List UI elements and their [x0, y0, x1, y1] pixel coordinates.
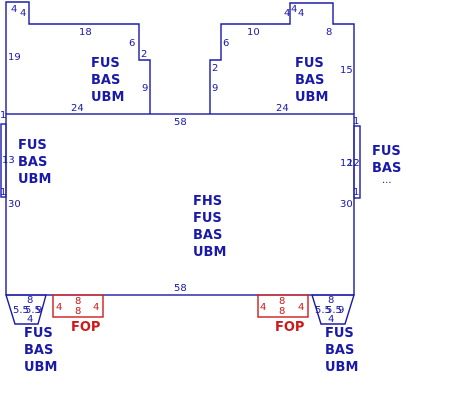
- bottom-left-label-2: BAS: [24, 343, 53, 358]
- dim-main-top: 58: [174, 117, 187, 128]
- main-label-2: FUS: [193, 211, 222, 226]
- top-right-label-2: BAS: [295, 73, 324, 88]
- bottom-right-label-3: UBM: [325, 360, 358, 375]
- dim-br-tab-left: 5.5: [315, 305, 331, 316]
- dim-bl-tab-top: 8: [27, 295, 33, 306]
- bottom-left-label-3: UBM: [24, 360, 57, 375]
- left-flap-label-1: FUS: [18, 138, 47, 153]
- right-flap-label-1: FUS: [372, 144, 401, 159]
- dim-right-flap-height-b: 12: [347, 158, 360, 169]
- dim-top-right-step-v: 6: [223, 38, 229, 49]
- main-label-3: BAS: [193, 228, 222, 243]
- bottom-right-tab-outline: [311, 294, 355, 325]
- dim-fop-right-right: 4: [298, 302, 304, 313]
- dim-br-tab-mid: 5.5: [326, 305, 342, 316]
- fop-right-outline: [257, 294, 309, 318]
- dim-br-tab-top: 8: [328, 295, 334, 306]
- dim-main-right: 30: [340, 199, 353, 210]
- dim-bl-tab-bottom: 4: [27, 314, 33, 325]
- bottom-left-label-1: FUS: [24, 326, 53, 341]
- dim-top-left-step-v: 6: [129, 38, 135, 49]
- top-right-panel-outline: [209, 2, 355, 114]
- dim-fop-left-mid-a: 8: [75, 296, 81, 307]
- dim-top-left-step-h: 2: [141, 49, 147, 60]
- bottom-right-label-2: BAS: [325, 343, 354, 358]
- dim-top-left-top: 18: [79, 27, 92, 38]
- dim-top-right-corner-a: 4: [284, 8, 290, 19]
- dim-left-flap-height: 13: [2, 155, 15, 166]
- dim-br-tab-right: 9: [338, 305, 344, 316]
- dim-top-left-corner-a: 4: [11, 4, 17, 15]
- dim-top-left-corner-b: 4: [20, 8, 26, 19]
- dim-right-flap-height-a: 12: [340, 158, 353, 169]
- top-right-label-1: FUS: [295, 56, 324, 71]
- fop-left-outline: [52, 294, 104, 318]
- dim-top-right-bottom: 24: [276, 103, 289, 114]
- bottom-right-label-1: FUS: [325, 326, 354, 341]
- main-panel-outline: [5, 113, 355, 296]
- dim-bl-tab-mid: 5.5: [25, 305, 41, 316]
- dim-br-tab-bottom: 4: [328, 314, 334, 325]
- dim-fop-right-mid-b: 8: [279, 306, 285, 317]
- left-flap-label-3: UBM: [18, 172, 51, 187]
- right-flap-outline: [353, 125, 361, 199]
- top-left-label-3: UBM: [91, 90, 124, 105]
- dim-top-right-left: 9: [212, 83, 218, 94]
- main-label-4: UBM: [193, 245, 226, 260]
- dim-bl-tab-left: 5.5: [13, 305, 29, 316]
- dim-main-bottom: 58: [174, 283, 187, 294]
- dim-bl-tab-right: 9: [36, 305, 42, 316]
- dim-left-flap-end-bottom: 1: [0, 187, 6, 198]
- top-right-label-3: UBM: [295, 90, 328, 105]
- dim-fop-left-mid-b: 8: [75, 306, 81, 317]
- bottom-left-tab-outline: [5, 294, 47, 325]
- left-flap-label-2: BAS: [18, 155, 47, 170]
- dim-right-flap-end-top: 1: [353, 116, 359, 127]
- fop-left-label: FOP: [71, 320, 100, 335]
- dim-top-left-left: 19: [8, 52, 21, 63]
- dim-top-right-step-h: 2: [212, 63, 218, 74]
- left-flap-outline: [0, 123, 7, 198]
- dim-top-right-top-b: 8: [326, 27, 332, 38]
- dim-left-flap-end-top: 1: [0, 110, 6, 121]
- right-flap-label-2: BAS: [372, 161, 401, 176]
- top-left-panel-outline: [5, 1, 151, 114]
- dim-top-right-top-a: 10: [247, 27, 260, 38]
- dim-fop-left-right: 4: [93, 302, 99, 313]
- dim-main-left: 30: [8, 199, 21, 210]
- dim-fop-right-mid-a: 8: [279, 296, 285, 307]
- dim-right-flap-end-bottom: 1: [353, 187, 359, 198]
- right-flap-more: ...: [382, 175, 392, 186]
- top-left-label-2: BAS: [91, 73, 120, 88]
- main-label-1: FHS: [193, 194, 222, 209]
- dim-top-right-right: 15: [340, 65, 353, 76]
- dim-fop-right-left: 4: [260, 302, 266, 313]
- fop-right-label: FOP: [275, 320, 304, 335]
- dim-top-left-bottom: 24: [71, 103, 84, 114]
- dim-top-left-right: 9: [142, 83, 148, 94]
- dim-top-right-corner-c: 4: [298, 8, 304, 19]
- top-left-label-1: FUS: [91, 56, 120, 71]
- dim-top-right-corner-b: 4: [291, 4, 297, 15]
- dim-fop-left-left: 4: [56, 302, 62, 313]
